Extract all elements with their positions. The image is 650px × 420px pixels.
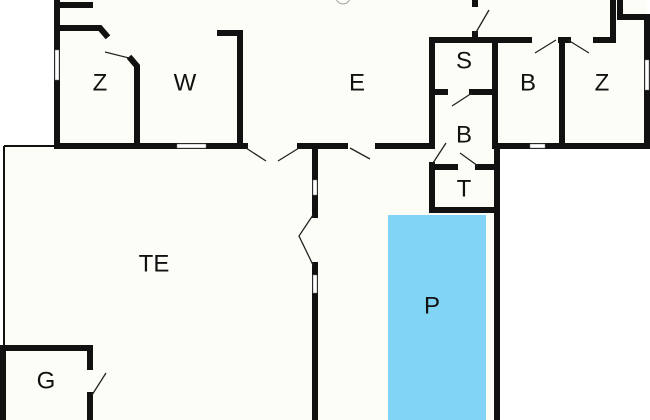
room-label-b-center: B <box>456 121 472 148</box>
room-label-p: P <box>424 292 440 319</box>
room-labels: Z W E S B Z B T TE P G <box>37 47 610 394</box>
room-label-te: TE <box>139 250 170 277</box>
room-label-b-right: B <box>520 69 536 96</box>
pool <box>388 215 486 420</box>
room-label-w: W <box>174 69 197 96</box>
room-label-g: G <box>37 367 56 394</box>
room-label-s: S <box>456 47 472 74</box>
floor-areas <box>4 0 647 420</box>
windows <box>54 49 650 294</box>
fixture-icon <box>336 0 350 5</box>
door-swings <box>91 9 590 396</box>
room-label-z-right: Z <box>595 69 610 96</box>
room-label-e: E <box>349 69 365 96</box>
room-label-z-left: Z <box>93 69 108 96</box>
room-label-t: T <box>457 175 472 202</box>
